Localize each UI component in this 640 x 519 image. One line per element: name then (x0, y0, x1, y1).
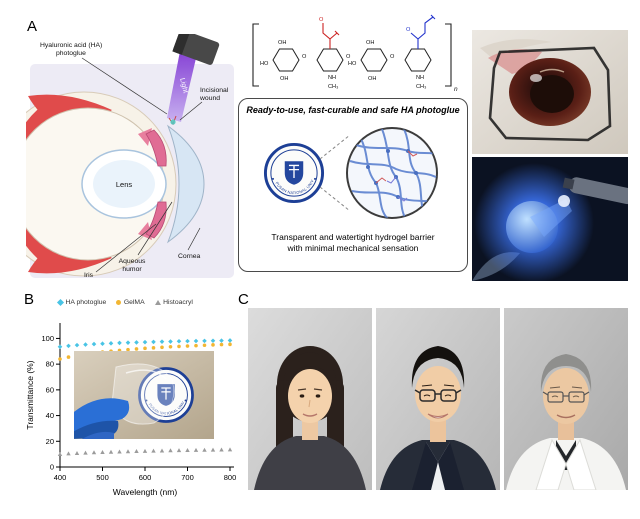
box-title: Ready-to-use, fast-curable and safe HA p… (246, 105, 460, 115)
photoglue-film-inset-photo (74, 351, 214, 439)
blue-light-curing-photo (472, 157, 628, 281)
aqueous-humor-label-line2: humor (122, 266, 142, 273)
red-substituent (322, 23, 340, 49)
svg-text:O: O (390, 54, 395, 60)
svg-text:CH₃: CH₃ (416, 84, 426, 90)
svg-text:CH₃: CH₃ (328, 84, 338, 90)
panel-a-label: A (27, 18, 38, 35)
svg-text:800: 800 (224, 473, 237, 482)
pupil (530, 75, 574, 113)
sugar-rings (272, 48, 432, 72)
svg-text:HO: HO (260, 61, 269, 67)
incision-line (539, 68, 565, 73)
box-caption: Transparent and watertight hydrogel barr… (271, 232, 435, 253)
svg-text:600: 600 (139, 473, 152, 482)
senior-male-researcher-portrait (504, 308, 628, 490)
magnifier-circle (346, 127, 438, 219)
svg-text:700: 700 (181, 473, 194, 482)
brackets (252, 23, 452, 87)
researcher-portraits (248, 308, 628, 490)
tissue (488, 49, 542, 74)
diagram-labels: Hyaluronic acid (HA) photoglue Incisiona… (40, 42, 229, 279)
photoglue-label: Hyaluronic acid (HA) (40, 42, 102, 49)
light-label: Light (178, 77, 188, 93)
female-researcher-portrait (248, 308, 372, 490)
chart-legend: HA photoglue GelMA Histoacryl (56, 298, 193, 307)
svg-text:NH: NH (416, 75, 424, 81)
male-researcher-portrait (376, 308, 500, 490)
ha-chemical-structure: O O O OH HO OH OH HO OH NH CH₃ NH CH₃ O … (252, 14, 458, 93)
lens-shape (81, 149, 167, 219)
panel-b-label: B (24, 291, 35, 308)
light-cone (530, 199, 572, 237)
iris-shape (145, 129, 167, 239)
cornea-shape (166, 124, 205, 244)
blue-substituent (410, 14, 436, 49)
curing-probe (562, 177, 628, 205)
red-pendant-groups (375, 150, 418, 184)
incisional-wound-label-line2: wound (199, 95, 220, 102)
repeat-subscript: n (454, 86, 458, 93)
svg-text:O: O (346, 54, 351, 60)
svg-text:O: O (406, 27, 411, 33)
incision-and-glue (168, 115, 177, 126)
light-device (172, 34, 220, 65)
photoglue-summary-box: Ready-to-use, fast-curable and safe HA p… (238, 98, 468, 272)
svg-text:OH: OH (366, 40, 374, 46)
y-axis-label: Transmittance (%) (25, 360, 35, 429)
svg-text:O: O (319, 17, 324, 23)
cornea-label: Cornea (178, 253, 201, 260)
blue-lit-eyeball (506, 201, 558, 253)
photoglue-label-line2: photoglue (56, 50, 86, 57)
probe-tip-glow (558, 195, 570, 207)
svg-text:HO: HO (348, 61, 357, 67)
specular-highlight (530, 74, 542, 82)
svg-text:500: 500 (96, 473, 109, 482)
pnu-seal-small (263, 142, 325, 204)
eye-cross-section-diagram: Light Hyaluronic acid (HA) photoglue Inc… (26, 34, 234, 279)
legend-item: Histoacryl (154, 299, 193, 306)
legend-item: HA photoglue (56, 298, 106, 307)
iris-label: Iris (84, 272, 94, 279)
svg-text:0: 0 (50, 463, 54, 472)
aqueous-humor-label: Aqueous (119, 258, 146, 265)
svg-text:40: 40 (46, 411, 54, 420)
lens-label: Lens (116, 180, 133, 189)
svg-text:60: 60 (46, 385, 54, 394)
svg-text:400: 400 (54, 473, 67, 482)
svg-text:OH: OH (280, 76, 288, 82)
svg-text:OH: OH (368, 76, 376, 82)
light-beam (167, 46, 197, 122)
panel-c-label: C (238, 291, 249, 308)
svg-text:20: 20 (46, 437, 54, 446)
seal-zoom-illustration (263, 127, 438, 219)
hydrogel-network (349, 128, 437, 218)
eyelid-speculum-wires (488, 46, 612, 142)
blue-pendant-groups (386, 176, 408, 202)
svg-text:O: O (302, 54, 307, 60)
incisional-wound-label: Incisional (200, 87, 229, 94)
svg-text:OH: OH (278, 40, 286, 46)
magnifier-connectors (319, 134, 351, 212)
svg-text:NH: NH (328, 75, 336, 81)
svg-text:80: 80 (46, 360, 54, 369)
x-axis-label: Wavelength (nm) (113, 487, 178, 497)
blue-glove-fingers (74, 398, 130, 439)
chem-labels: O O O OH HO OH OH HO OH NH CH₃ NH CH₃ O … (260, 17, 426, 90)
legend-item: GelMA (116, 299, 145, 306)
rat-eye-incision-photo (472, 30, 628, 154)
svg-text:100: 100 (41, 334, 54, 343)
